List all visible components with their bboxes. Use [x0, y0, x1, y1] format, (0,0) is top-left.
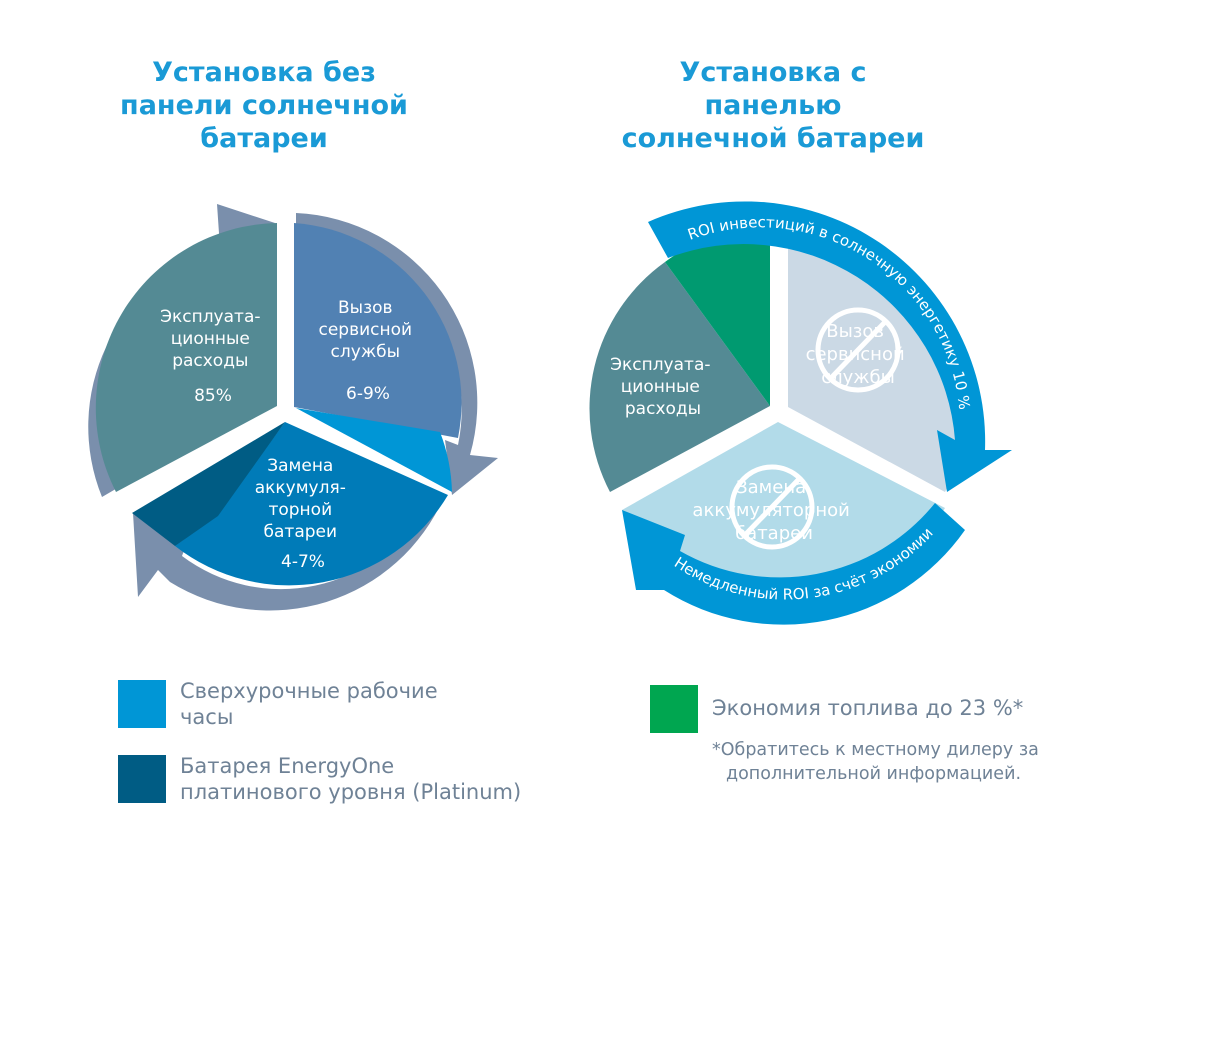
left-operating-value: 85% — [194, 386, 232, 406]
left-battery-line-2: аккумуля- — [255, 478, 346, 498]
footnote: *Обратитесь к местному дилеру за дополни… — [712, 738, 1092, 786]
right-title-line-2: панелью — [704, 90, 842, 121]
left-wedge-overtime — [296, 408, 452, 492]
overtime-swatch — [118, 680, 166, 728]
left-service-line-1: Вызов — [338, 298, 393, 318]
battery-swatch — [118, 755, 166, 803]
left-service-label: Вызов сервисной службы 6-9% — [319, 298, 418, 404]
left-battery-line-4: батареи — [264, 522, 338, 542]
left-operating-line-1: Эксплуата- — [160, 307, 260, 327]
right-wedge-battery — [622, 422, 945, 599]
right-diagram-title: Установка с панелью солнечной батареи — [563, 56, 983, 155]
right-operating-label: Эксплуата- ционные расходы — [610, 355, 716, 419]
left-service-value: 6-9% — [346, 384, 390, 404]
right-operating-line-1: Эксплуата- — [610, 355, 710, 375]
left-title-line-3: батареи — [200, 123, 328, 154]
fuel-legend-label: Экономия топлива до 23 %* — [712, 696, 1024, 720]
left-service-line-2: сервисной — [319, 320, 413, 340]
right-operating-line-2: ционные — [621, 377, 700, 397]
right-arrow-bottom — [622, 503, 965, 625]
left-title-line-1: Установка без — [152, 57, 376, 88]
battery-label-line-2: платинового уровня (Platinum) — [180, 780, 522, 804]
left-wedge-operating — [95, 223, 278, 492]
battery-label-line-1: Батарея EnergyOne — [180, 754, 395, 778]
left-operating-line-3: расходы — [172, 351, 248, 371]
left-battery-label: Замена аккумуля- торной батареи 4-7% — [255, 456, 352, 572]
left-battery-line-3: торной — [268, 500, 332, 520]
legend-item-fuel: Экономия топлива до 23 %* — [650, 685, 1023, 733]
left-wedge-battery-platinum — [132, 422, 285, 546]
left-operating-label: Эксплуата- ционные расходы 85% — [160, 307, 266, 406]
no-battery-replacement-icon — [729, 464, 815, 550]
left-wedge-service — [294, 223, 462, 438]
diagrams-canvas: Вызов сервисной службы 6-9% Эксплуата- ц… — [88, 201, 1012, 625]
left-battery-line-1: Замена — [267, 456, 333, 476]
right-wedge-operating — [589, 262, 770, 492]
left-title-line-2: панели солнечной — [120, 90, 408, 121]
footnote-line-1: *Обратитесь к местному дилеру за — [712, 740, 1039, 760]
left-wedge-battery — [175, 422, 448, 586]
legend-item-battery: Батарея EnergyOne платинового уровня (Pl… — [118, 753, 521, 805]
left-arrow-bottom — [133, 497, 444, 611]
right-wedge-fuel — [665, 226, 770, 406]
overtime-legend-label: Сверхурочные рабочие часы — [180, 678, 438, 730]
overtime-label-line-1: Сверхурочные рабочие — [180, 679, 438, 703]
right-title-line-1: Установка с — [679, 57, 867, 88]
left-diagram-title: Установка без панели солнечной батареи — [54, 56, 474, 155]
battery-legend-label: Батарея EnergyOne платинового уровня (Pl… — [180, 753, 521, 805]
overtime-label-line-2: часы — [180, 705, 234, 729]
legend-item-overtime: Сверхурочные рабочие часы — [118, 678, 438, 730]
right-operating-line-3: расходы — [625, 399, 701, 419]
left-operating-line-2: ционные — [171, 329, 250, 349]
left-battery-value: 4-7% — [281, 552, 325, 572]
fuel-swatch — [650, 685, 698, 733]
no-service-icon — [815, 307, 901, 393]
footnote-line-2: дополнительной информацией. — [726, 764, 1022, 784]
left-cycle-diagram: Вызов сервисной службы 6-9% Эксплуата- ц… — [88, 204, 498, 611]
left-service-line-3: службы — [331, 342, 401, 362]
right-title-line-3: солнечной батареи — [621, 123, 925, 154]
right-arrow-top — [648, 201, 1012, 492]
